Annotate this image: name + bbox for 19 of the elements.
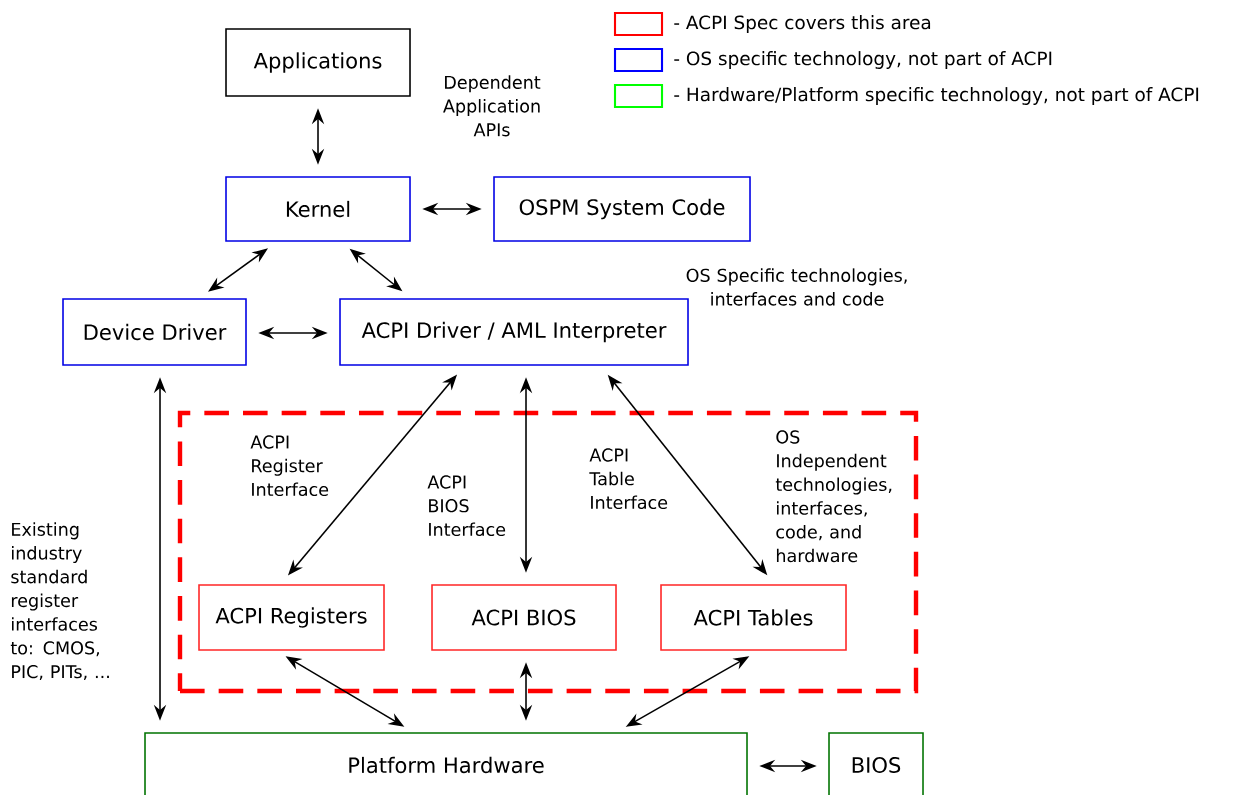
process-box: Applications bbox=[225, 28, 411, 97]
legend-text: - OS specific technology, not part of ACPI bbox=[674, 51, 1052, 69]
process-box: Platform Hardware bbox=[144, 732, 748, 795]
process-box: OSPM System Code bbox=[493, 176, 751, 242]
process-box: ACPI Tables bbox=[660, 584, 847, 651]
process-box: ACPI Registers bbox=[198, 584, 385, 651]
legend-text: - ACPI Spec covers this area bbox=[674, 15, 931, 33]
legend-text: - Hardware/Platform specific technology, not part of ACPI bbox=[674, 87, 1199, 105]
note: Existing industry standard register interfaces to: CMOS, PIC, PITs, ... bbox=[10, 522, 109, 681]
process-box: ACPI Driver / AML Interpreter bbox=[339, 298, 689, 366]
process-box: BIOS bbox=[828, 732, 924, 795]
edge-label: ACPI Table Interface bbox=[589, 448, 668, 510]
edge-label: ACPI Register Interface bbox=[250, 435, 329, 497]
process-box: ACPI BIOS bbox=[431, 584, 617, 651]
process-box: Kernel bbox=[225, 176, 411, 242]
process-box: Device Driver bbox=[62, 298, 247, 366]
edge-label: ACPI BIOS Interface bbox=[427, 475, 506, 537]
note: OS Specific technologies, interfaces and code bbox=[686, 268, 907, 306]
note: Dependent Application APIs bbox=[443, 75, 541, 137]
